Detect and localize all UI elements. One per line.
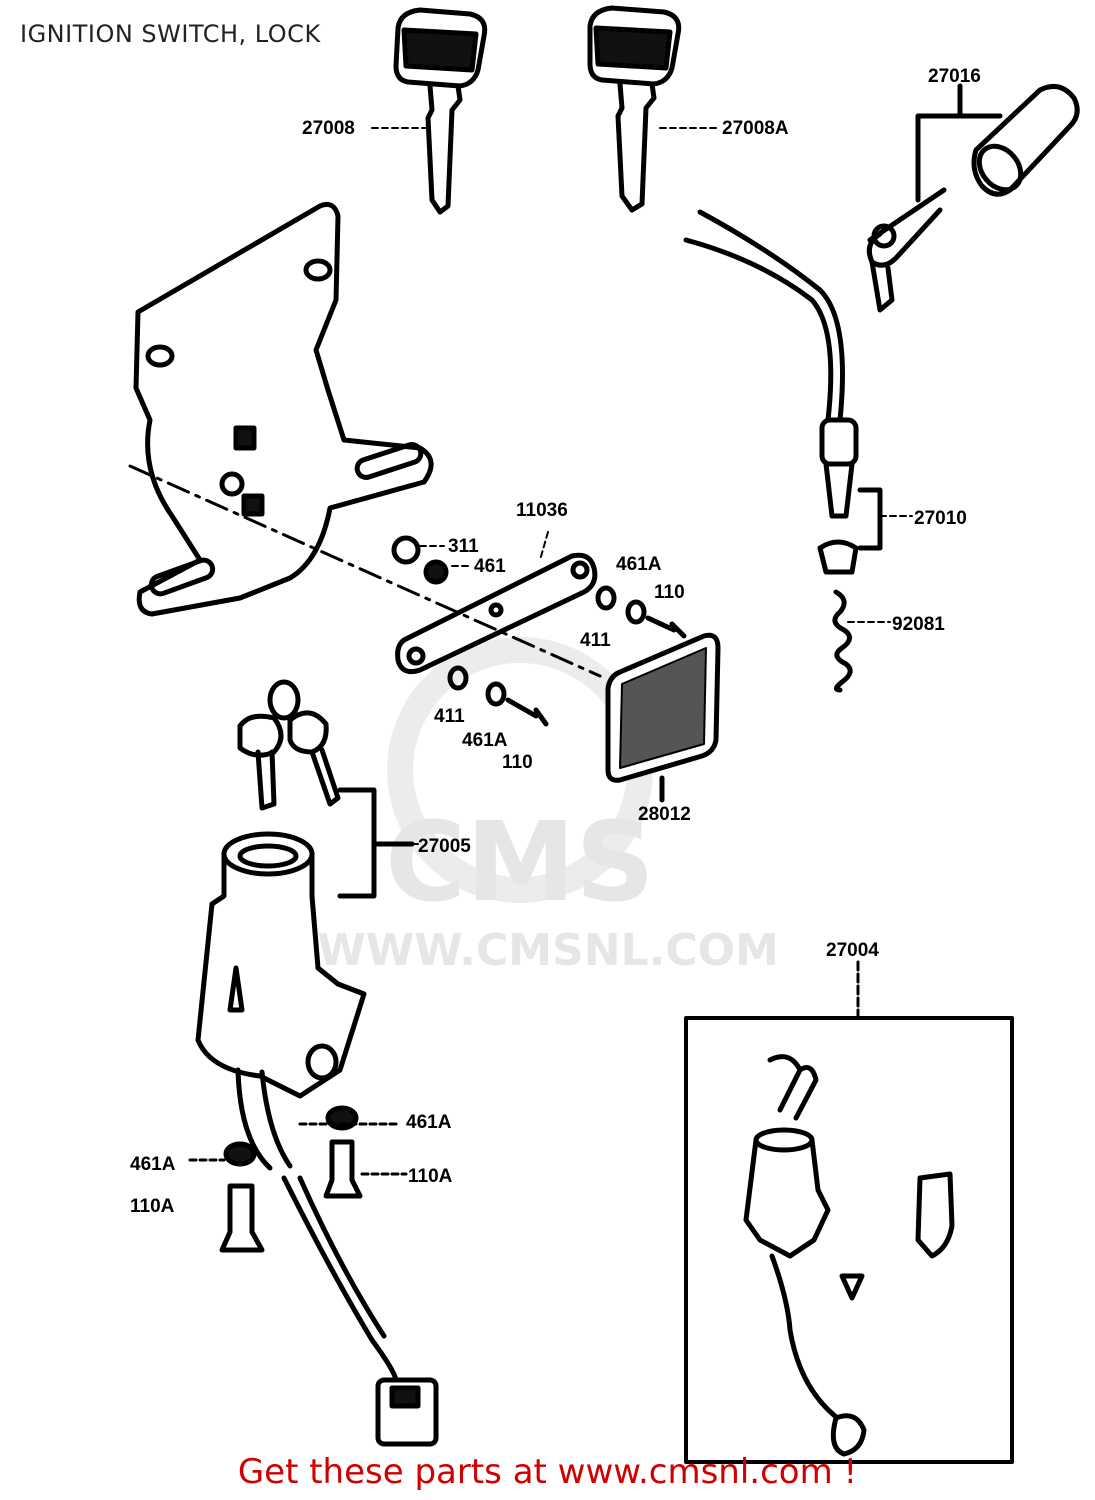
washer-461a-drawing xyxy=(625,599,647,625)
plate-11036-drawing xyxy=(395,552,598,675)
part-label-461: 461 xyxy=(474,556,506,577)
nut-311-drawing xyxy=(391,535,421,565)
watermark: CMS WWW.CMSNL.COM xyxy=(317,637,779,976)
part-label-27005: 27005 xyxy=(418,836,471,857)
washer-411-drawing xyxy=(595,585,617,611)
footer-link-text[interactable]: Get these parts at www.cmsnl.com ! xyxy=(237,1452,858,1492)
part-label-110-mid: 110 xyxy=(502,752,533,773)
part-label-110a-right: 110A xyxy=(408,1166,453,1187)
part-label-411-right: 411 xyxy=(580,630,611,651)
part-label-11036: 11036 xyxy=(516,500,568,521)
hardware-461a-110a-drawing xyxy=(188,1105,408,1253)
part-label-27016: 27016 xyxy=(928,66,981,87)
bracket-drawing xyxy=(133,201,434,617)
watermark-logo: CMS xyxy=(385,798,654,926)
part-label-461a-right: 461A xyxy=(406,1112,452,1133)
assembly-27004-box xyxy=(684,960,1014,1464)
assembly-axis-line xyxy=(128,464,602,678)
washer-461a-b-drawing xyxy=(485,681,507,707)
part-label-110a-left: 110A xyxy=(130,1196,175,1217)
part-label-311: 311 xyxy=(448,536,479,557)
part-label-27008: 27008 xyxy=(302,118,355,139)
part-label-461a-top: 461A xyxy=(616,554,662,575)
part-label-461a-left: 461A xyxy=(130,1154,176,1175)
screw-110b-drawing xyxy=(505,697,549,727)
part-label-27010: 27010 xyxy=(914,508,967,529)
page-title: IGNITION SWITCH, LOCK xyxy=(20,20,321,48)
key-27008a-drawing xyxy=(587,5,682,213)
screw-110-drawing xyxy=(645,615,687,639)
spring-92081-drawing xyxy=(832,589,853,693)
keys-27005-drawing xyxy=(237,679,415,899)
washer-461-drawing xyxy=(423,559,449,585)
lock-set-27016-drawing xyxy=(866,83,1080,313)
part-label-27004: 27004 xyxy=(826,940,879,961)
part-label-110-top: 110 xyxy=(654,582,685,603)
part-label-92081: 92081 xyxy=(892,614,945,635)
ignition-switch-27005-drawing xyxy=(195,831,439,1447)
part-label-28012: 28012 xyxy=(638,804,691,825)
part-label-461a-mid: 461A xyxy=(462,730,508,751)
wire-27010-drawing xyxy=(683,209,883,575)
part-label-27008a: 27008A xyxy=(722,118,789,139)
washer-411b-drawing xyxy=(447,665,469,691)
part-label-411-left: 411 xyxy=(434,706,465,727)
reflector-28012-drawing xyxy=(605,632,721,803)
key-27008-drawing xyxy=(393,7,488,215)
watermark-url: WWW.CMSNL.COM xyxy=(317,925,779,976)
leader-lines xyxy=(371,127,913,845)
